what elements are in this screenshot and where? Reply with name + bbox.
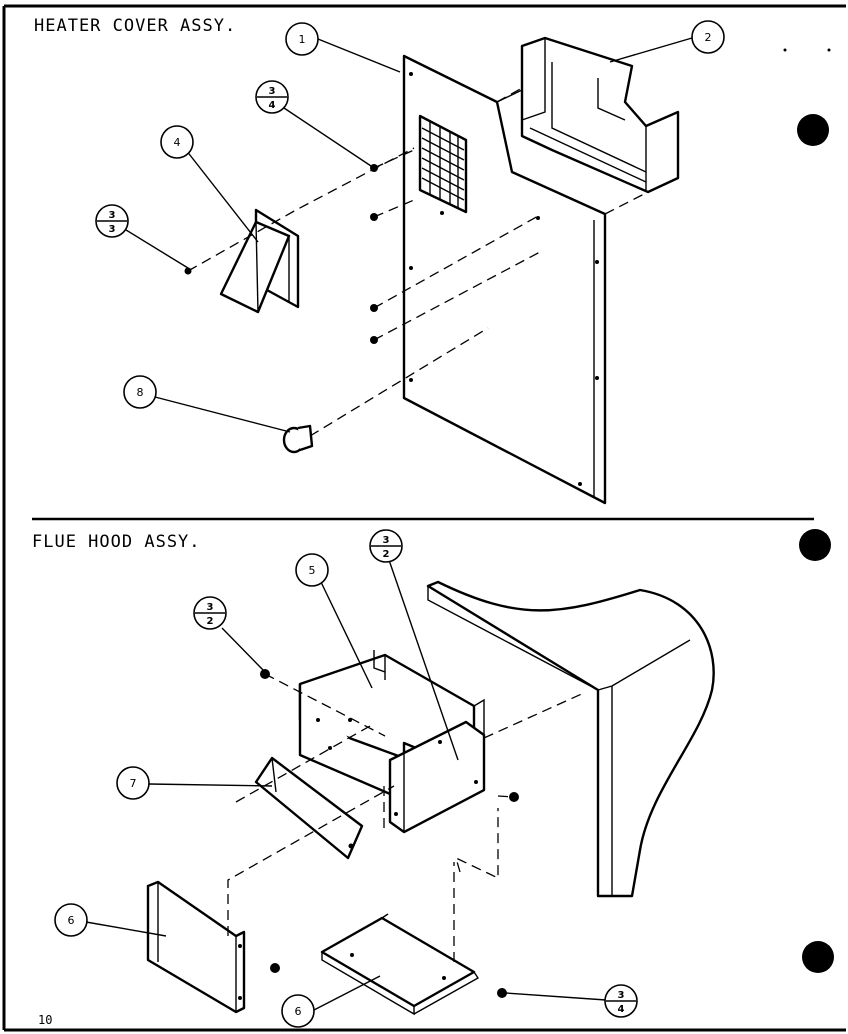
- svg-text:2: 2: [705, 31, 712, 44]
- knob-plug: [282, 424, 314, 454]
- svg-text:4: 4: [174, 136, 181, 149]
- flue-assembly-lines: [227, 673, 587, 962]
- sheet-frame: [2, 4, 846, 1032]
- callout-fraction-3-2-right: 3 2: [369, 529, 403, 563]
- heater-assembly-lines: [187, 87, 649, 437]
- svg-text:4: 4: [618, 1004, 625, 1015]
- svg-text:1: 1: [299, 33, 306, 46]
- callout-5: 5: [295, 553, 329, 587]
- svg-text:3: 3: [618, 990, 625, 1001]
- flue-outer-cover: [426, 580, 715, 898]
- binder-holes: [783, 48, 834, 973]
- svg-text:6: 6: [295, 1005, 302, 1018]
- flue-hood-title: FLUE HOOD ASSY.: [32, 532, 201, 552]
- callout-7: 7: [116, 766, 150, 800]
- bottom-tray: [320, 913, 480, 1016]
- page-number: 10: [38, 1013, 52, 1027]
- callout-6-bottom-tray: 6: [281, 994, 315, 1028]
- svg-text:3: 3: [109, 210, 116, 221]
- svg-text:7: 7: [130, 777, 137, 790]
- callouts: [85, 37, 693, 1011]
- svg-text:3: 3: [269, 86, 276, 97]
- side-panel: [146, 880, 246, 1014]
- angle-bracket: [254, 756, 364, 860]
- svg-text:3: 3: [207, 602, 214, 613]
- callout-6-side-panel: 6: [54, 903, 88, 937]
- svg-text:4: 4: [269, 100, 276, 111]
- svg-text:8: 8: [137, 386, 144, 399]
- svg-text:2: 2: [207, 616, 214, 627]
- callout-8: 8: [123, 375, 157, 409]
- flue-plate: [388, 720, 486, 834]
- svg-text:3: 3: [109, 224, 116, 235]
- callout-1: 1: [285, 22, 319, 56]
- callout-fraction-3-3: 3 3: [95, 204, 129, 238]
- callout-4: 4: [160, 125, 194, 159]
- callout-2: 2: [691, 20, 725, 54]
- svg-text:3: 3: [383, 535, 390, 546]
- top-duct-box: [520, 36, 680, 194]
- flue-screws: [260, 669, 519, 998]
- svg-text:2: 2: [383, 549, 390, 560]
- vent-deflector-hood: [219, 208, 300, 314]
- heater-cover-title: HEATER COVER ASSY.: [34, 16, 236, 36]
- svg-text:5: 5: [309, 564, 316, 577]
- callout-fraction-3-4-top: 3 4: [255, 80, 289, 114]
- svg-text:6: 6: [68, 914, 75, 927]
- callout-fraction-3-2-left: 3 2: [193, 596, 227, 630]
- callout-fraction-3-4-bottom: 3 4: [604, 984, 638, 1018]
- louver-grille: [418, 114, 468, 214]
